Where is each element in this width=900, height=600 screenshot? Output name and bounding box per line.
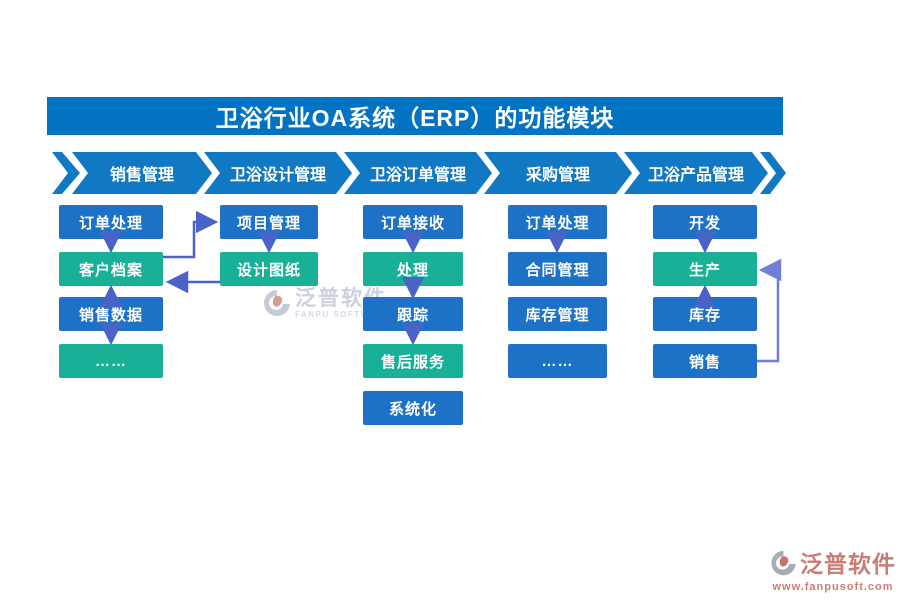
header-label: 采购管理: [525, 167, 590, 184]
node-order-processing-sales: 订单处理: [59, 205, 163, 239]
header-bath-product-management: 卫浴产品管理: [624, 152, 768, 194]
watermark-brand: 泛普软件: [295, 287, 387, 310]
node-purchase-more: ……: [508, 344, 607, 378]
connector-customer-to-project-icon: [163, 210, 219, 259]
node-development: 开发: [653, 205, 757, 239]
header-label: 卫浴产品管理: [647, 167, 744, 184]
watermark-subtitle: FANPU SOFTWARE: [295, 310, 391, 319]
header-bath-design-management: 卫浴设计管理: [204, 152, 352, 194]
node-project-management: 项目管理: [220, 205, 318, 239]
fanpu-logo-icon: [771, 550, 796, 576]
watermark-center: 泛普软件 FANPU SOFTWARE: [263, 288, 391, 320]
watermark-corner: 泛普软件 www.fanpusoft.com: [770, 549, 896, 593]
node-stock: 库存: [653, 297, 757, 331]
header-bath-order-management: 卫浴订单管理: [344, 152, 492, 194]
node-after-sales-service: 售后服务: [363, 344, 463, 378]
diagram-title: 卫浴行业OA系统（ERP）的功能模块: [47, 97, 783, 135]
node-inventory-management: 库存管理: [508, 297, 607, 331]
header-sales-management: 销售管理: [72, 152, 212, 194]
watermark-url: www.fanpusoft.com: [772, 581, 894, 593]
node-sales-data: 销售数据: [59, 297, 163, 331]
fanpu-logo-icon: [264, 290, 290, 316]
connector-sales-to-production-icon: [757, 258, 782, 363]
header-purchase-management: 采购管理: [484, 152, 632, 194]
node-product-sales: 销售: [653, 344, 757, 378]
node-sales-more: ……: [59, 344, 163, 378]
node-order-processing-purchase: 订单处理: [508, 205, 607, 239]
node-contract-management: 合同管理: [508, 252, 607, 286]
ribbon-leading-chevron-icon: [52, 152, 80, 194]
node-production: 生产: [653, 252, 757, 286]
node-processing: 处理: [363, 252, 463, 286]
node-systematization: 系统化: [363, 391, 463, 425]
header-label: 卫浴设计管理: [229, 167, 326, 184]
node-design-drawings: 设计图纸: [220, 252, 318, 286]
node-order-receiving: 订单接收: [363, 205, 463, 239]
node-customer-files: 客户档案: [59, 252, 163, 286]
header-label: 销售管理: [109, 167, 174, 184]
node-tracking: 跟踪: [363, 297, 463, 331]
header-label: 卫浴订单管理: [369, 167, 466, 184]
watermark-brand: 泛普软件: [800, 551, 896, 577]
